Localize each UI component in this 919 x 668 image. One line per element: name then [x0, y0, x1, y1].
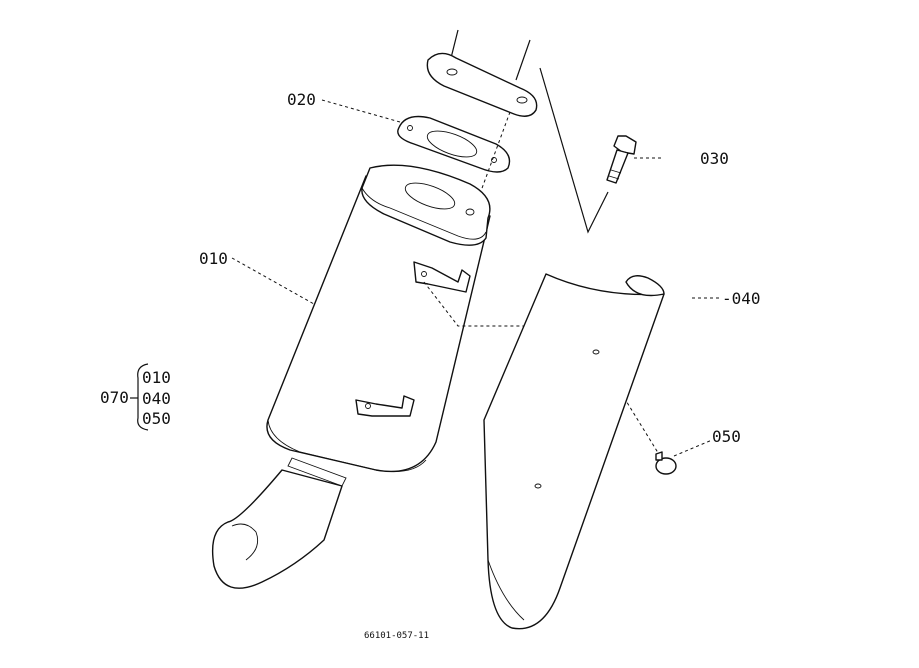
label-020: 020 — [287, 90, 316, 109]
screw-part — [655, 451, 677, 475]
assembly-number: 070 — [100, 388, 129, 407]
label-050: 050 — [712, 427, 741, 446]
assembly-member-1: 010 — [142, 368, 171, 387]
label-040: -040 — [722, 289, 761, 308]
assembly-legend: 070 010 040 050 — [100, 363, 171, 431]
leader-line-020 — [321, 99, 401, 123]
gasket-part — [397, 115, 511, 173]
exhaust-flange — [426, 52, 538, 117]
leader-line-010 — [231, 257, 315, 305]
label-030: 030 — [700, 149, 729, 168]
bolt-part — [606, 135, 637, 184]
assembly-member-2: 040 — [142, 389, 171, 408]
assembly-member-3: 050 — [142, 409, 171, 428]
drawing-code: 66101-057-11 — [364, 631, 429, 641]
label-010: 010 — [199, 249, 228, 268]
mount-line — [423, 281, 661, 457]
leader-line-050 — [673, 439, 713, 457]
muffler-part — [211, 164, 491, 589]
muffler-cover-part — [483, 273, 665, 630]
